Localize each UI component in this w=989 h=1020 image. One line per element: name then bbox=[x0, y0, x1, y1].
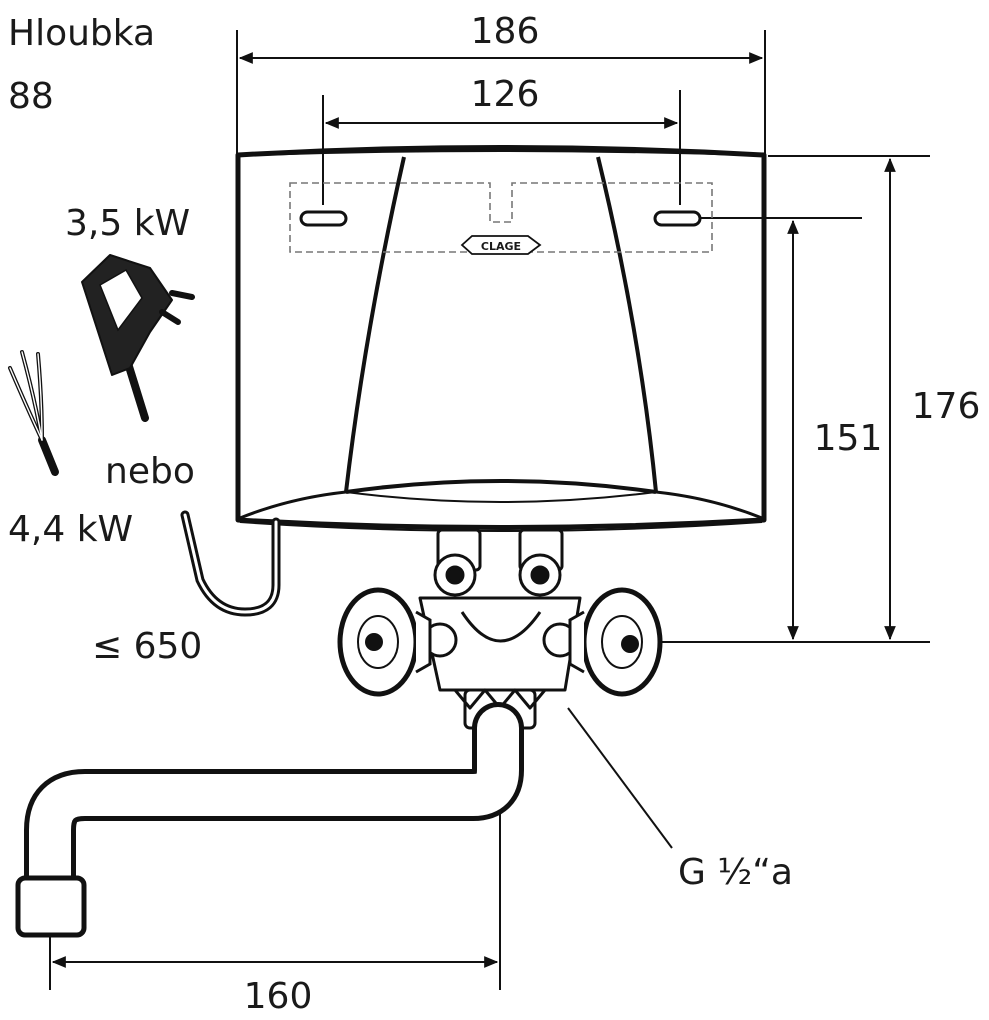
dimension-height-total bbox=[656, 155, 930, 643]
depth-value: 88 bbox=[8, 76, 54, 117]
spout-aerator bbox=[15, 875, 87, 938]
dimension-height-to-outlet bbox=[698, 217, 862, 641]
dimension-label-height-total: 176 bbox=[912, 386, 981, 427]
valve-connectors bbox=[433, 528, 564, 597]
heater-housing bbox=[235, 145, 767, 532]
power-plug-label: 3,5 kW bbox=[65, 203, 190, 244]
mounting-outline bbox=[289, 182, 713, 253]
mounting-slot-right bbox=[653, 210, 702, 227]
brand-logo-text: CLAGE bbox=[481, 240, 521, 253]
power-wired-label: 4,4 kW bbox=[8, 509, 133, 550]
swivel-spout bbox=[24, 702, 524, 906]
bare-wires-icon bbox=[8, 350, 59, 476]
thread-leader-line bbox=[567, 707, 673, 849]
dimension-width-total bbox=[236, 30, 766, 155]
depth-title: Hloubka bbox=[8, 13, 155, 54]
dimension-label-height-to-outlet: 151 bbox=[814, 418, 883, 459]
power-plug-icon bbox=[81, 254, 195, 422]
or-label: nebo bbox=[105, 451, 195, 492]
valve-knob-left bbox=[337, 587, 432, 697]
cable-length-label: ≤ 650 bbox=[92, 626, 202, 667]
mounting-slot-left bbox=[299, 210, 348, 227]
dimension-label-spout-reach: 160 bbox=[244, 976, 313, 1017]
brand-logo: CLAGE bbox=[460, 235, 542, 255]
valve-knob-right bbox=[568, 587, 663, 697]
thread-spec-label: G ½“a bbox=[678, 852, 793, 893]
power-cable bbox=[180, 510, 281, 617]
dimension-label-width-total: 186 bbox=[471, 11, 540, 52]
dimension-label-mount-spacing: 126 bbox=[471, 74, 540, 115]
